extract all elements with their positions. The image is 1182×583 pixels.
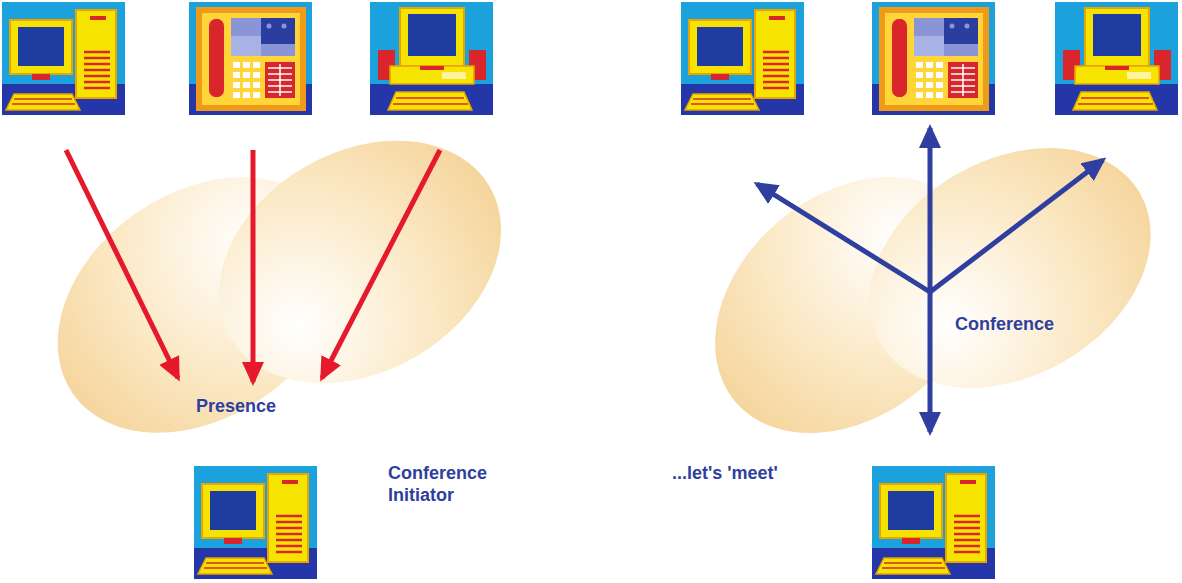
phone-icon: [189, 2, 312, 115]
cloud-node: Conference: [955, 313, 1057, 335]
conference-arrows: [757, 128, 1103, 432]
cloud-node: Presence: [196, 395, 279, 417]
presence-arrows: [66, 150, 440, 382]
node-label: Conference: [955, 313, 1057, 335]
annotation-label: ...let's 'meet': [672, 462, 842, 484]
cloud: [664, 99, 1182, 485]
annotation-label: Conference Initiator: [388, 462, 518, 506]
node-label: Presence: [196, 395, 279, 417]
cloud: [9, 92, 545, 486]
computer-icon: [681, 2, 804, 115]
multimedia-computer-icon: [370, 2, 493, 115]
computer-icon: [194, 466, 317, 579]
computer-icon: [2, 2, 125, 115]
phone-icon: [872, 2, 995, 115]
multimedia-computer-icon: [1055, 2, 1178, 115]
computer-icon: [872, 466, 995, 579]
